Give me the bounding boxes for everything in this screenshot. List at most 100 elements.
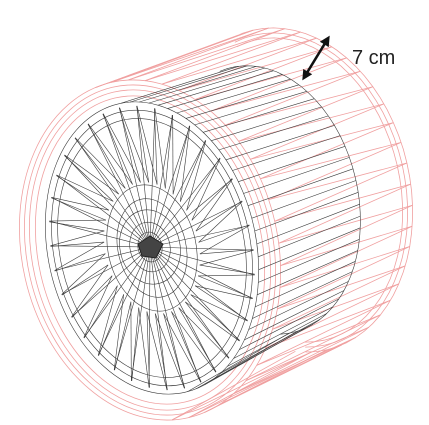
wheel-spoke-brace: [198, 201, 243, 243]
wheel-spoke-brace: [54, 241, 105, 271]
shell-diagonal: [161, 37, 317, 85]
inner-barrel-line: [158, 70, 274, 106]
inner-barrel-line: [232, 135, 341, 171]
shell-generator: [250, 103, 385, 160]
wheel-spoke-brace: [165, 114, 173, 189]
back-rim-arc: [234, 32, 408, 348]
shell-generator: [144, 28, 285, 82]
wheel-spoke-brace: [71, 264, 109, 318]
shell-generator: [161, 31, 301, 85]
shell-generator: [274, 162, 408, 222]
wheel-spoke-brace: [199, 249, 254, 255]
wheel-spoke: [149, 246, 185, 389]
wheel-spoke: [54, 246, 151, 271]
shell-generator: [204, 344, 342, 413]
wheel-spoke: [149, 201, 243, 248]
wheel-spoke-brace: [186, 157, 221, 211]
wheel-spoke-brace: [102, 113, 133, 185]
inner-barrel-line: [194, 91, 307, 126]
wheel-spoke: [136, 105, 151, 248]
shell-diagonal: [260, 142, 402, 180]
inner-barrel-line: [254, 192, 359, 232]
inner-barrel-line: [256, 203, 360, 245]
shell-generator: [171, 351, 312, 421]
shell-generator: [225, 70, 361, 126]
shell-diagonal: [256, 314, 381, 366]
back-rim-arc: [236, 37, 404, 343]
wheel-spoke: [148, 246, 151, 388]
shell-generator: [127, 27, 269, 81]
wheel-spoke-brace: [185, 301, 240, 342]
shell-diagonal: [127, 28, 285, 81]
wheel-spoke-brace: [154, 108, 158, 185]
inner-barrel-line: [211, 106, 322, 141]
inner-barrel-line: [256, 250, 358, 296]
wheel-spoke: [149, 115, 173, 248]
shell-generator: [280, 204, 413, 266]
wheel-spoke-brace: [51, 197, 109, 211]
wheel-spoke-brace: [180, 140, 206, 202]
outer-pink-wireframe: [19, 27, 413, 421]
inner-back-arc: [219, 65, 361, 335]
wheel-spoke-brace: [178, 307, 230, 359]
shell-diagonal: [210, 70, 361, 112]
shell-generator: [256, 299, 391, 366]
wheel-spoke-brace: [191, 158, 221, 221]
inner-barrel-line: [185, 84, 299, 119]
wheel-spoke-brace: [56, 174, 114, 202]
wheel-spoke-brace: [195, 178, 233, 232]
inner-barrel-line: [176, 78, 291, 114]
shell-diagonal: [171, 350, 296, 421]
shell-diagonal: [144, 31, 301, 82]
shell-generator: [272, 265, 406, 330]
wheel-spoke: [149, 246, 217, 373]
inner-barrel-line: [167, 74, 283, 109]
shell-generator: [178, 37, 317, 91]
wheel-spoke-brace: [87, 124, 126, 189]
hub-ring: [129, 221, 171, 273]
inner-barrel-line: [239, 298, 340, 350]
wheel-spoke: [113, 246, 151, 370]
wheel-spoke: [51, 197, 151, 248]
shell-diagonal: [279, 246, 410, 288]
inner-barrel-line: [203, 98, 315, 133]
wheel-spoke: [71, 246, 151, 318]
dimension-label: 7 cm: [352, 47, 396, 69]
wheel-spoke: [49, 220, 151, 248]
hub-block: [137, 235, 164, 259]
wheel-spoke: [149, 140, 207, 248]
inner-barrel-line: [204, 328, 306, 386]
inner-barrel-line: [218, 115, 329, 151]
shell-diagonal: [111, 27, 269, 83]
wheel-spoke: [149, 178, 233, 248]
wheel-spoke: [149, 246, 253, 299]
shell-diagonal: [278, 204, 413, 244]
front-rim-ring: [28, 89, 272, 411]
wheel-spoke-brace: [50, 230, 105, 247]
wheel-spoke: [83, 246, 151, 338]
wheel-spoke-brace: [172, 125, 190, 195]
shell-diagonal: [277, 265, 406, 310]
shell-diagonal: [280, 225, 413, 266]
shell-generator: [268, 142, 402, 200]
inner-barrel-line: [225, 125, 335, 161]
wheel-spoke: [119, 107, 151, 248]
shell-generator: [233, 326, 369, 395]
wheel-spoke-brace: [97, 285, 118, 356]
shell-generator: [277, 246, 410, 310]
inner-barrel-line: [148, 67, 266, 104]
dimension-arrow: [302, 35, 330, 81]
wheel-face-ring: [116, 198, 188, 298]
wheel-spoke-brace: [198, 224, 250, 243]
inner-barrel-line: [187, 333, 290, 392]
inner-barrel-line: [258, 239, 360, 283]
shell-generator: [265, 283, 399, 349]
wheel-spoke: [61, 246, 151, 295]
shell-generator: [278, 183, 411, 244]
inner-dark-wireframe: [45, 65, 361, 395]
inner-barrel-line: [238, 146, 346, 182]
wheel-spoke-brace: [186, 140, 207, 211]
inner-barrel-line: [248, 281, 349, 330]
wheel-spoke-brace: [154, 313, 185, 389]
